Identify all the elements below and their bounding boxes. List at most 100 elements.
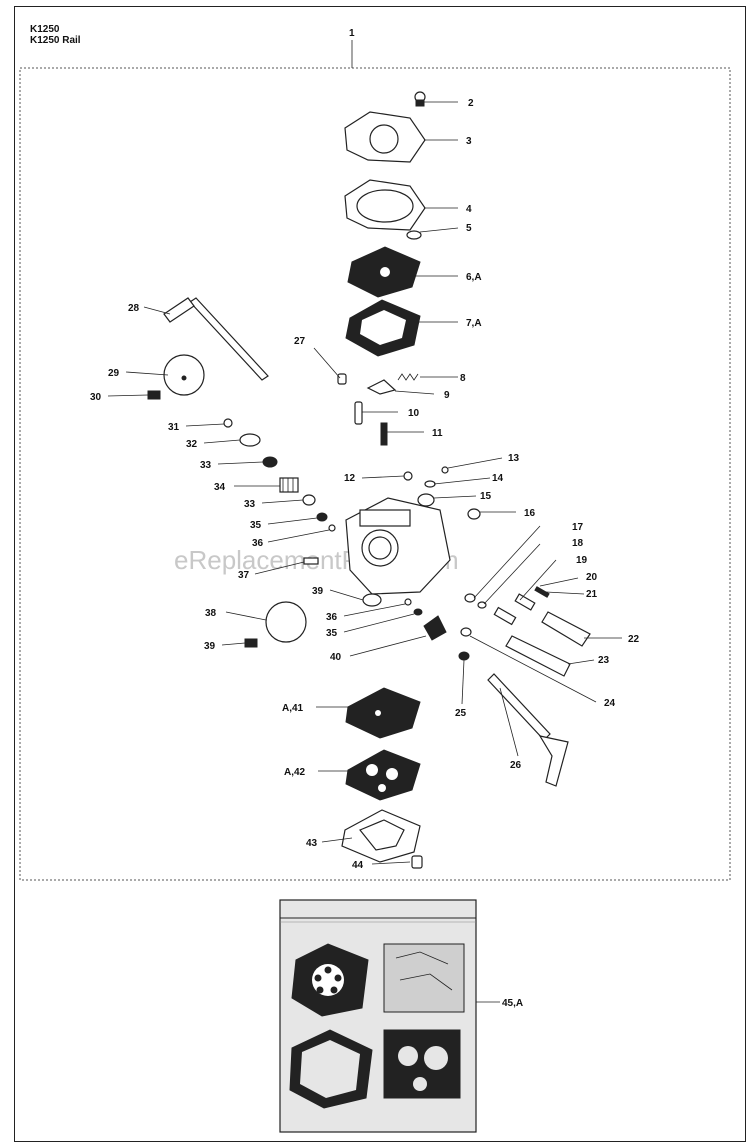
part-29-throttle-valve[interactable]	[163, 354, 205, 396]
callout-44: 44	[352, 860, 364, 871]
part-3-pump-cover[interactable]	[344, 111, 426, 163]
part-31-screw[interactable]	[223, 418, 233, 428]
part-38-choke-valve[interactable]	[265, 601, 307, 643]
part-30-screw[interactable]	[147, 390, 161, 400]
diagram-frame	[14, 6, 746, 1142]
part-23-low-speed-needle[interactable]	[505, 635, 571, 677]
part-40-lever[interactable]	[423, 615, 447, 641]
part-11-pin[interactable]	[380, 422, 388, 446]
model-name-1: K1250	[30, 24, 60, 35]
callout-10: 10	[408, 408, 420, 419]
callout-36-a: 36	[252, 538, 264, 549]
part-39-screw-b[interactable]	[244, 638, 258, 648]
part-37-screw[interactable]	[303, 557, 319, 565]
part-44-screw[interactable]	[411, 855, 423, 869]
callout-31: 31	[168, 422, 180, 433]
callout-1: 1	[349, 28, 355, 39]
part-8-spring[interactable]	[397, 373, 419, 381]
callout-2: 2	[468, 98, 474, 109]
callout-38: 38	[205, 608, 217, 619]
part-5-ring[interactable]	[406, 230, 422, 240]
callout-27: 27	[294, 336, 306, 347]
callout-21: 21	[586, 589, 598, 600]
callout-16: 16	[524, 508, 536, 519]
callout-14: 14	[492, 473, 504, 484]
part-7-gasket[interactable]	[345, 299, 421, 357]
callout-11: 11	[432, 428, 443, 439]
callout-41: A,41	[282, 703, 304, 714]
callout-22: 22	[628, 634, 640, 645]
part-36-ring[interactable]	[328, 524, 336, 532]
callout-43: 43	[306, 838, 318, 849]
callout-24: 24	[604, 698, 616, 709]
callout-40: 40	[330, 652, 342, 663]
part-32-lever[interactable]	[239, 433, 261, 447]
part-25-washer[interactable]	[458, 651, 470, 661]
part-34-spring[interactable]	[279, 477, 299, 493]
callout-13: 13	[508, 453, 520, 464]
callout-9: 9	[444, 390, 450, 401]
part-43-pump-cover[interactable]	[341, 809, 421, 863]
callout-42: A,42	[284, 767, 306, 778]
part-35-washer[interactable]	[316, 512, 328, 522]
part-28-throttle-shaft[interactable]	[163, 297, 269, 381]
carburetor-body[interactable]	[345, 497, 451, 595]
callout-17: 17	[572, 522, 584, 533]
assembly-boundary	[19, 67, 731, 881]
part-26-choke-shaft[interactable]	[487, 673, 569, 787]
part-22-high-speed-needle[interactable]	[541, 611, 591, 647]
part-39-screw-a[interactable]	[362, 593, 382, 607]
part-2-screw[interactable]	[414, 91, 426, 107]
part-6-diaphragm[interactable]	[347, 246, 421, 298]
callout-32: 32	[186, 439, 198, 450]
callout-35-a: 35	[250, 520, 262, 531]
part-24-ring[interactable]	[460, 627, 472, 637]
callout-33-b: 33	[244, 499, 256, 510]
callout-39-a: 39	[312, 586, 324, 597]
callout-34: 34	[214, 482, 226, 493]
callout-19: 19	[576, 555, 588, 566]
callout-20: 20	[586, 572, 598, 583]
part-4-gasket[interactable]	[344, 179, 426, 231]
part-14-ring[interactable]	[424, 480, 436, 488]
callout-30: 30	[90, 392, 102, 403]
part-19-spring[interactable]	[493, 606, 517, 626]
callout-12: 12	[344, 473, 356, 484]
callout-29: 29	[108, 368, 120, 379]
callout-4: 4	[466, 204, 472, 215]
callout-25: 25	[455, 708, 467, 719]
part-13-screen[interactable]	[441, 466, 449, 474]
callout-39-b: 39	[204, 641, 216, 652]
part-15-plug[interactable]	[417, 493, 435, 507]
callout-36-b: 36	[326, 612, 338, 623]
callout-26: 26	[510, 760, 522, 771]
part-27-screw[interactable]	[337, 373, 347, 385]
part-45-gasket-kit[interactable]	[279, 899, 477, 1133]
part-41-diaphragm[interactable]	[345, 687, 421, 739]
leader-lines	[107, 101, 622, 865]
part-16-washer[interactable]	[467, 508, 481, 520]
callout-7: 7,A	[466, 318, 482, 329]
callout-5: 5	[466, 223, 472, 234]
part-18-spring[interactable]	[514, 593, 536, 611]
part-17-washer[interactable]	[464, 593, 476, 603]
part-36-ring-b[interactable]	[404, 598, 412, 606]
part-10-needle[interactable]	[354, 401, 363, 425]
part-12-plug[interactable]	[403, 471, 413, 481]
part-33-washer-b[interactable]	[302, 494, 316, 506]
callout-37: 37	[238, 570, 250, 581]
part-33-washer-a[interactable]	[262, 456, 278, 468]
callout-35-b: 35	[326, 628, 338, 639]
part-9-lever[interactable]	[366, 379, 397, 395]
callout-3: 3	[466, 136, 472, 147]
model-name-2: K1250 Rail	[30, 35, 81, 46]
callout-33-a: 33	[200, 460, 212, 471]
callout-6: 6,A	[466, 272, 482, 283]
part-42-gasket[interactable]	[345, 749, 421, 801]
part-21-o-ring[interactable]	[534, 586, 550, 598]
callout-28: 28	[128, 303, 140, 314]
callout-18: 18	[572, 538, 584, 549]
callout-45: 45,A	[502, 998, 523, 1009]
part-35-washer-b[interactable]	[413, 608, 423, 616]
